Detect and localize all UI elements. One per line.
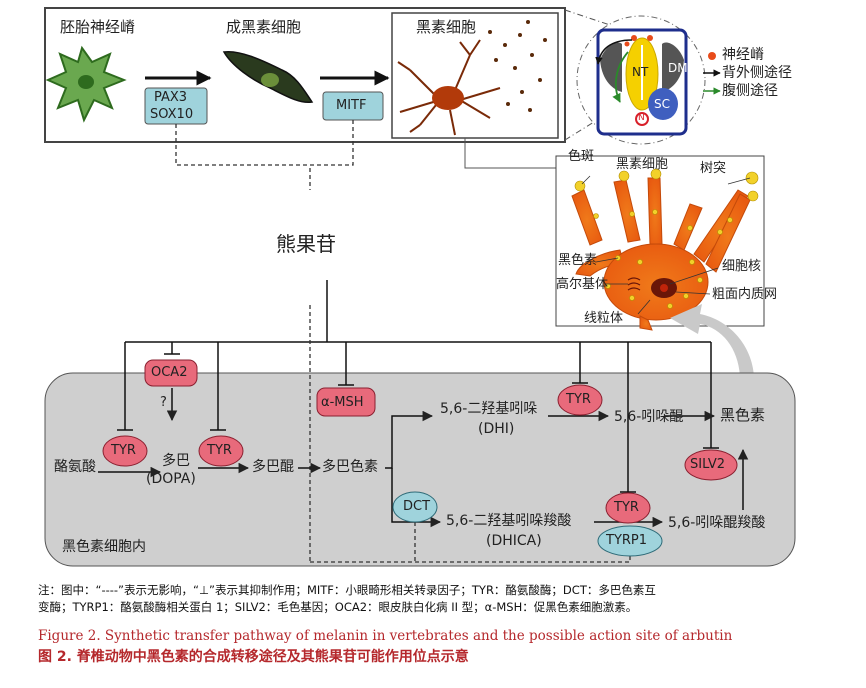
legend-ventral-text: 腹侧途径 [722, 83, 778, 99]
label-nucleus: 细胞核 [722, 259, 762, 274]
label-iqc: 5,6-吲哚醌羧酸 [668, 515, 766, 531]
label-nt: NT [632, 65, 649, 79]
tyr-node-1 [102, 435, 148, 467]
label-dct: DCT [403, 499, 431, 514]
label-neural-crest: 胚胎神经嵴 [60, 18, 136, 36]
label-iq: 5,6-吲哚醌 [614, 409, 684, 425]
label-question: ? [160, 395, 167, 410]
label-cell-melanin: 黑色素 [558, 253, 598, 268]
label-dopaquinone: 多巴醌 [252, 459, 294, 475]
label-dendrite: 树突 [700, 161, 727, 176]
connector-to-embryo [564, 9, 611, 26]
tyrp1-node [597, 525, 663, 557]
label-mitochondria: 线粒体 [584, 311, 624, 326]
figure-note: 注：图中：“----”表示无影响，“⊥”表示其抑制作用；MITF：小眼畸形相关转… [38, 582, 828, 616]
oca2-node [144, 359, 198, 387]
label-dm: DM [668, 61, 688, 75]
label-melanocyte-top: 黑素细胞 [416, 18, 477, 36]
inhibition-lines [117, 342, 719, 493]
melanocyte-body-icon [432, 86, 464, 110]
dorsolateral-route-arrow [595, 39, 633, 65]
somite-right [662, 42, 684, 92]
label-pigment-spot: 色斑 [568, 149, 595, 164]
figure-note-line-1: 注：图中：“----”表示无影响，“⊥”表示其抑制作用；MITF：小眼畸形相关转… [38, 583, 656, 597]
cell-label-lines [581, 175, 751, 315]
dct-node [392, 491, 438, 523]
tyr-node-2 [198, 435, 244, 467]
notochord [635, 112, 649, 126]
label-amsh: α-MSH [321, 395, 364, 410]
tyr-node-3 [557, 384, 603, 416]
label-sc: SC [654, 97, 670, 111]
silv2-node [684, 449, 738, 481]
label-oca2: OCA2 [151, 365, 188, 380]
label-rer: 粗面内质网 [712, 287, 778, 302]
sc-region [648, 88, 678, 120]
caption-en: Figure 2. Synthetic transfer pathway of … [38, 628, 733, 644]
tyr-node-4 [605, 492, 651, 524]
legend-crest-dot [708, 52, 716, 60]
melanocyte-interior-region [44, 372, 796, 567]
label-mitf: MITF [336, 98, 367, 113]
label-dhi-en: (DHI) [478, 421, 515, 437]
label-melanocyte-cell: 黑素细胞 [616, 157, 669, 172]
golgi-icon [627, 277, 641, 291]
caption-cn: 图 2. 脊椎动物中黑色素的合成转移途径及其熊果苷可能作用位点示意 [38, 649, 469, 665]
legend-dorsolateral-text: 背外侧途径 [722, 65, 792, 81]
label-pax3: PAX3 [154, 90, 188, 105]
label-tyr-2: TYR [207, 443, 232, 458]
figure-note-line-2: 变酶；TYRP1：酪氨酸酶相关蛋白 1；SILV2：毛色基因；OCA2：眼皮肤白… [38, 600, 638, 614]
legend-crest-text: 神经嵴 [722, 47, 764, 63]
label-melanin-final: 黑色素 [720, 406, 766, 424]
label-tyr-1: TYR [111, 443, 136, 458]
connector-to-cell [464, 138, 556, 169]
label-dhica-en: (DHICA) [486, 533, 542, 549]
label-tyrosine: 酪氨酸 [54, 459, 96, 475]
label-dopa-cn: 多巴 [162, 453, 190, 469]
neural-crest-cell-icon [45, 45, 127, 123]
melanoblast-icon [222, 51, 314, 104]
label-dhi-cn: 5,6-二羟基吲哚 [440, 401, 538, 417]
label-tyrp1: TYRP1 [606, 533, 648, 548]
label-n: N [638, 113, 645, 123]
dashed-link-mitf [309, 120, 354, 190]
label-region: 黑色素细胞内 [62, 539, 146, 555]
label-sox10: SOX10 [150, 107, 194, 122]
label-golgi: 高尔基体 [556, 277, 609, 292]
label-arbutin: 熊果苷 [276, 232, 336, 256]
gray-curved-arrow [670, 304, 754, 376]
nucleolus-icon [660, 284, 668, 292]
label-silv2: SILV2 [690, 457, 726, 472]
label-tyr-4: TYR [614, 500, 639, 515]
melanocyte-subpanel [391, 12, 559, 139]
label-melanoblast: 成黑素细胞 [226, 18, 302, 36]
pigment-spots-icon [574, 168, 759, 309]
label-dopachrome: 多巴色素 [322, 459, 378, 475]
melanin-granules-icon [488, 20, 547, 112]
ventral-route-arrow [612, 51, 629, 103]
amsh-node [316, 387, 376, 417]
crest-dots [624, 35, 653, 47]
label-dopa-en: (DOPA) [146, 471, 196, 487]
label-tyr-3: TYR [566, 392, 591, 407]
label-dhica-cn: 5,6-二羟基吲哚羧酸 [446, 513, 572, 529]
